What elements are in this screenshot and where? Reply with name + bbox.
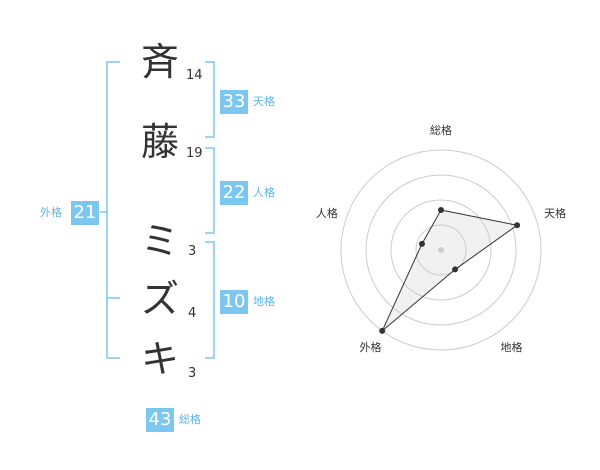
radar-ring-2 (390, 199, 492, 301)
stroke-count-5: 3 (188, 366, 197, 381)
name-char-5: キ (140, 337, 179, 381)
bracket-lines (100, 61, 215, 359)
name-char-4: ズ (140, 277, 179, 321)
tenkaku-bracket (205, 61, 215, 138)
name-char-1: 斉 (140, 40, 179, 84)
radar-axis-label-3: 地格 (501, 340, 523, 354)
jinkaku-value: 22 (220, 181, 248, 205)
radar-point-5 (418, 240, 425, 247)
radar-ring-1 (415, 224, 467, 276)
radar-axis-label-4: 外格 (359, 340, 381, 354)
radar-point-2 (514, 222, 521, 229)
radar-grid (340, 149, 542, 351)
name-char-3: ミ (140, 219, 179, 263)
chikaku-value: 10 (220, 290, 248, 314)
radar-point-1 (438, 207, 444, 213)
radar-axis-label-2: 天格 (544, 206, 566, 220)
radar-center-dot (438, 247, 444, 253)
radar-point-4 (379, 327, 386, 334)
jinkaku-label: 人格 (253, 186, 275, 199)
stroke-count-2: 19 (186, 146, 203, 161)
tenkaku-label: 天格 (253, 95, 275, 108)
soukaku-label: 総格 (179, 413, 201, 426)
gaikaku-label: 外格 (40, 206, 62, 219)
tenkaku-value: 33 (220, 90, 248, 114)
jinkaku-bracket (205, 147, 215, 234)
gaikaku-bracket (106, 61, 120, 359)
name-char-2: 藤 (140, 120, 179, 164)
radar-point-3 (452, 266, 459, 273)
radar-points (379, 207, 521, 334)
stroke-count-3: 3 (188, 244, 197, 259)
radar-axis-label-1: 総格 (430, 123, 452, 137)
chikaku-label: 地格 (253, 295, 275, 308)
radar-axis-label-5: 人格 (316, 206, 338, 220)
chikaku-bracket (205, 241, 215, 359)
name-breakdown-panel: 斉 14 藤 19 ミ 3 ズ 4 キ 3 33 天格 22 人格 10 地格 … (40, 40, 275, 432)
stroke-count-1: 14 (186, 68, 203, 83)
gaikaku-value: 21 (71, 201, 99, 225)
radar-polygon (381, 209, 519, 332)
soukaku-value: 43 (146, 408, 174, 432)
stroke-count-4: 4 (188, 306, 197, 321)
radar-ring-3 (365, 174, 517, 326)
radar-ring-4 (340, 149, 542, 351)
